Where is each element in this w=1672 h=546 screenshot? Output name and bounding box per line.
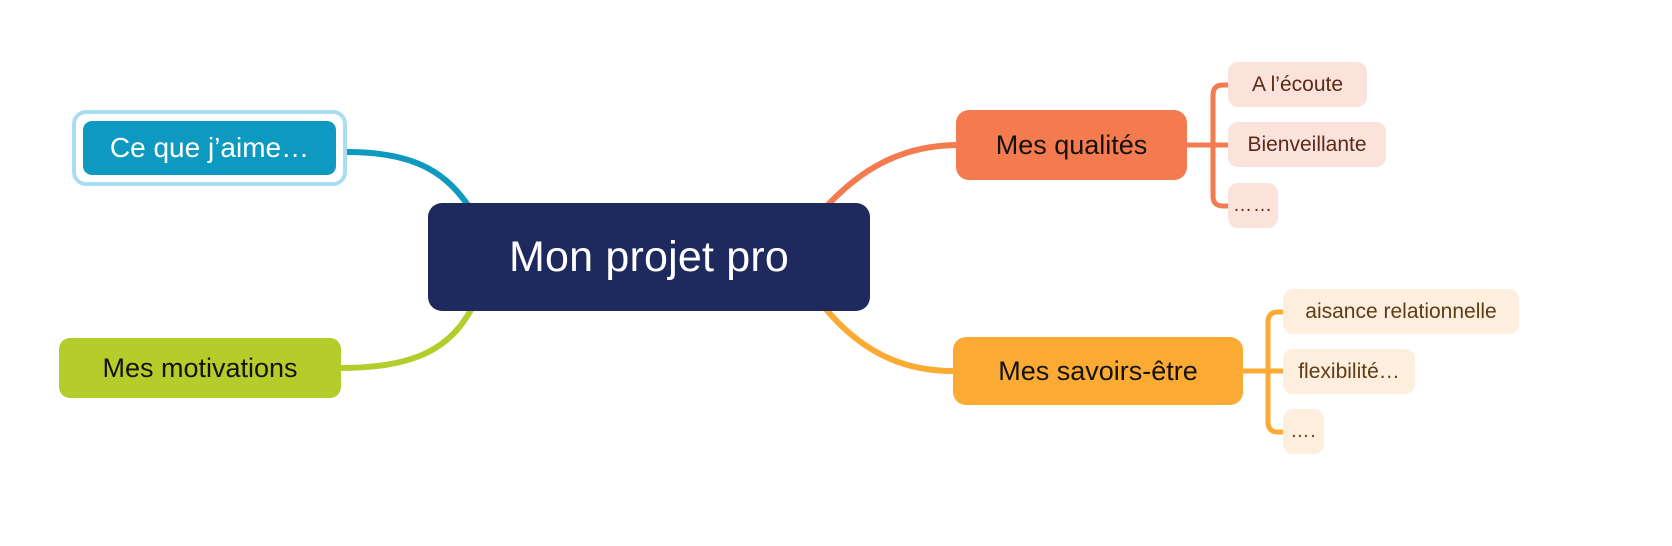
leaf-node-label: aisance relationnelle — [1305, 300, 1497, 323]
leaf-node-a-lecoute[interactable]: A l’écoute — [1228, 62, 1367, 107]
leaf-node-savoirs-placeholder[interactable]: …. — [1283, 409, 1324, 454]
branch-node-label-mes-qualites: Mes qualités — [995, 129, 1148, 160]
leaf-node-flexibilite[interactable]: flexibilité… — [1283, 349, 1415, 394]
connector-qualites-to-leaf-2 — [1210, 142, 1231, 209]
connector-root-to-mes-motivations — [338, 305, 475, 371]
connector-savoirs-to-leaf-0 — [1265, 309, 1286, 374]
leaf-node-aisance-relationnelle[interactable]: aisance relationnelle — [1283, 289, 1519, 334]
root-node-label: Mon projet pro — [508, 232, 790, 281]
branch-node-mes-motivations[interactable]: Mes motivations — [59, 338, 341, 398]
branch-node-ce-que-jaime[interactable]: Ce que j’aime… — [83, 121, 336, 175]
connector-root-to-mes-qualites — [823, 142, 959, 210]
root-node-mon-projet-pro[interactable]: Mon projet pro — [428, 203, 870, 311]
connector-root-to-mes-savoirs-etre — [821, 304, 956, 374]
leaf-node-label: …… — [1233, 195, 1273, 216]
branch-node-label-mes-motivations: Mes motivations — [102, 352, 298, 383]
leaf-node-label: …. — [1290, 421, 1317, 442]
branch-node-mes-savoirs-etre[interactable]: Mes savoirs-être — [953, 337, 1243, 405]
leaf-node-label: A l’écoute — [1251, 73, 1344, 96]
selection-outline-ce-que-jaime[interactable]: Ce que j’aime… — [72, 110, 347, 186]
connector-qualites-to-leaf-0 — [1210, 82, 1231, 148]
branch-node-label-mes-savoirs-etre: Mes savoirs-être — [998, 355, 1198, 386]
branch-node-label-ce-que-jaime: Ce que j’aime… — [109, 132, 310, 163]
leaf-node-bienveillante[interactable]: Bienveillante — [1228, 122, 1386, 167]
leaf-node-label: Bienveillante — [1247, 133, 1367, 156]
leaf-node-label: flexibilité… — [1298, 360, 1400, 383]
connector-root-to-ce-que-jaime — [344, 149, 473, 211]
branch-node-mes-qualites[interactable]: Mes qualités — [956, 110, 1187, 180]
leaf-node-qualites-placeholder[interactable]: …… — [1228, 183, 1278, 228]
connector-savoirs-to-leaf-2 — [1265, 368, 1286, 435]
